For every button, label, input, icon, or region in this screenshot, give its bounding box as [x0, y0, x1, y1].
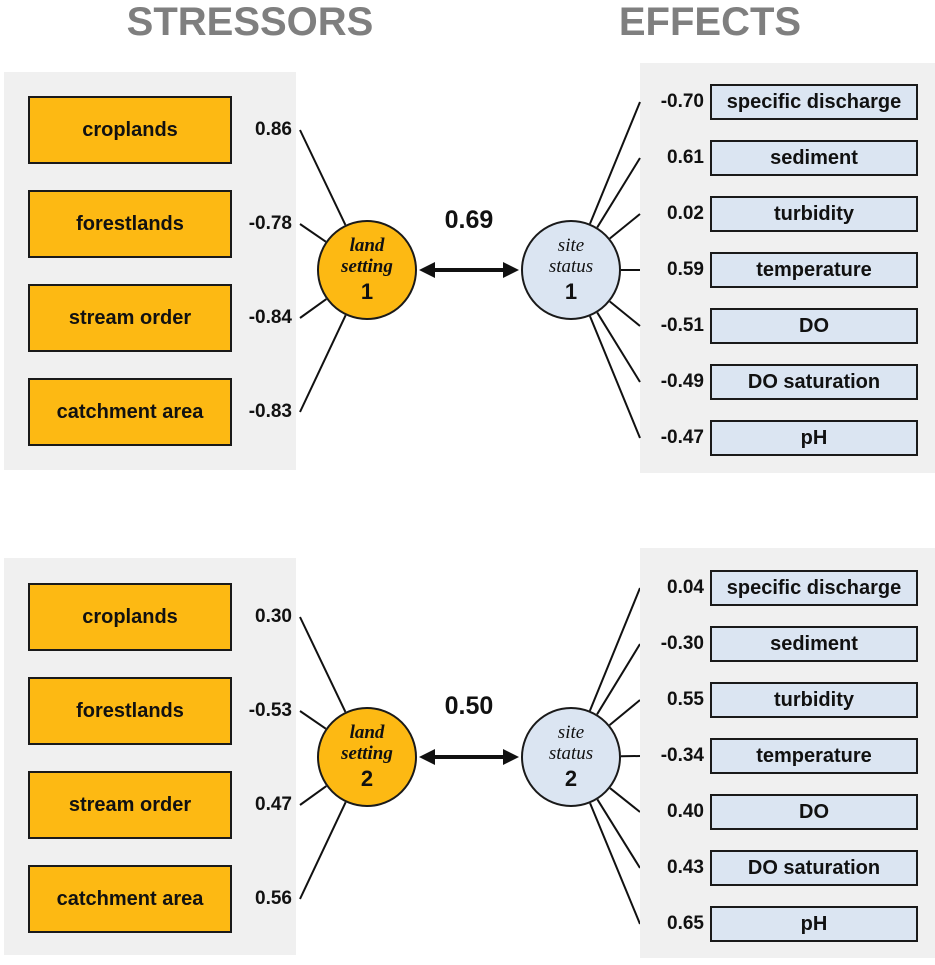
node-label: land	[349, 235, 385, 257]
effect-connector-line	[596, 643, 641, 715]
effect-box: DO	[710, 794, 918, 830]
effect-connector-line	[596, 798, 641, 869]
correlation-value: 0.50	[444, 692, 494, 720]
effect-box: specific discharge	[710, 84, 918, 120]
effect-box: temperature	[710, 252, 918, 288]
effect-loading: 0.04	[667, 577, 704, 598]
arrowhead-icon	[419, 262, 435, 278]
stressor-box: catchment area	[28, 865, 232, 933]
stressor-box: croplands	[28, 96, 232, 164]
effect-box: turbidity	[710, 682, 918, 718]
effect-loading: 0.61	[667, 147, 704, 168]
node-label: status	[548, 742, 594, 764]
arrowhead-icon	[419, 749, 435, 765]
effect-loading: -0.70	[660, 91, 704, 112]
effect-loading: 0.59	[667, 259, 704, 280]
stressor-connector-line	[299, 785, 327, 806]
effect-connector-line	[589, 315, 641, 439]
stressor-connector-line	[299, 710, 327, 730]
stressor-loading: 0.86	[255, 119, 292, 140]
effect-connector-line	[589, 802, 641, 925]
effect-loading: -0.34	[660, 745, 704, 766]
effect-box: sediment	[710, 626, 918, 662]
arrowhead-icon	[503, 262, 519, 278]
node-label: status	[548, 255, 594, 277]
stressor-box: stream order	[28, 284, 232, 352]
node-label: site	[557, 722, 585, 744]
node-number: 2	[564, 765, 578, 791]
stressor-loading: -0.84	[248, 307, 292, 328]
effect-box: DO saturation	[710, 364, 918, 400]
correlation-value: 0.69	[444, 206, 494, 234]
effect-loading: -0.51	[660, 315, 704, 336]
stressor-connector-line	[299, 129, 347, 226]
effect-connector-line	[589, 101, 641, 225]
effect-loading: -0.30	[660, 633, 704, 654]
effect-loading: 0.65	[667, 913, 704, 934]
node-label: site	[557, 235, 585, 257]
stressor-box: catchment area	[28, 378, 232, 446]
stressor-box: croplands	[28, 583, 232, 651]
effect-box: pH	[710, 906, 918, 942]
arrowhead-icon	[503, 749, 519, 765]
stressor-connector-line	[299, 314, 347, 413]
stressor-loading: -0.83	[248, 401, 292, 422]
effect-box: sediment	[710, 140, 918, 176]
stressor-connector-line	[299, 223, 327, 243]
node-number: 1	[564, 278, 578, 304]
effect-loading: 0.02	[667, 203, 704, 224]
stressor-box: forestlands	[28, 190, 232, 258]
stressor-connector-line	[299, 616, 347, 713]
stressor-box: stream order	[28, 771, 232, 839]
stressor-loading: 0.30	[255, 606, 292, 627]
stressor-loading: -0.78	[248, 213, 292, 234]
node-label: land	[349, 722, 385, 744]
stressor-loading: -0.53	[248, 700, 292, 721]
effect-loading: 0.40	[667, 801, 704, 822]
effect-connector-line	[596, 312, 641, 383]
node-number: 1	[360, 278, 374, 304]
stressor-connector-line	[299, 298, 327, 319]
node-label: setting	[341, 255, 393, 277]
effect-box: DO	[710, 308, 918, 344]
effect-connector-line	[609, 213, 641, 240]
stressor-loading: 0.47	[255, 794, 292, 815]
effect-loading: 0.43	[667, 857, 704, 878]
effect-connector-line	[596, 157, 641, 228]
effect-box: turbidity	[710, 196, 918, 232]
effect-box: specific discharge	[710, 570, 918, 606]
stressor-connector-line	[299, 801, 347, 900]
effect-connector-line	[609, 787, 641, 813]
stressor-loading: 0.56	[255, 888, 292, 909]
stressors-header: STRESSORS	[126, 0, 374, 44]
node-number: 2	[360, 765, 374, 791]
effect-connector-line	[608, 699, 641, 726]
effect-box: DO saturation	[710, 850, 918, 886]
node-label: setting	[341, 742, 393, 764]
effect-loading: 0.55	[667, 689, 704, 710]
effect-connector-line	[609, 300, 641, 327]
effect-loading: -0.47	[660, 427, 704, 448]
effect-connector-line	[588, 587, 641, 712]
effects-header: EFFECTS	[618, 0, 802, 44]
effect-box: pH	[710, 420, 918, 456]
effect-box: temperature	[710, 738, 918, 774]
effect-loading: -0.49	[660, 371, 704, 392]
stressor-box: forestlands	[28, 677, 232, 745]
